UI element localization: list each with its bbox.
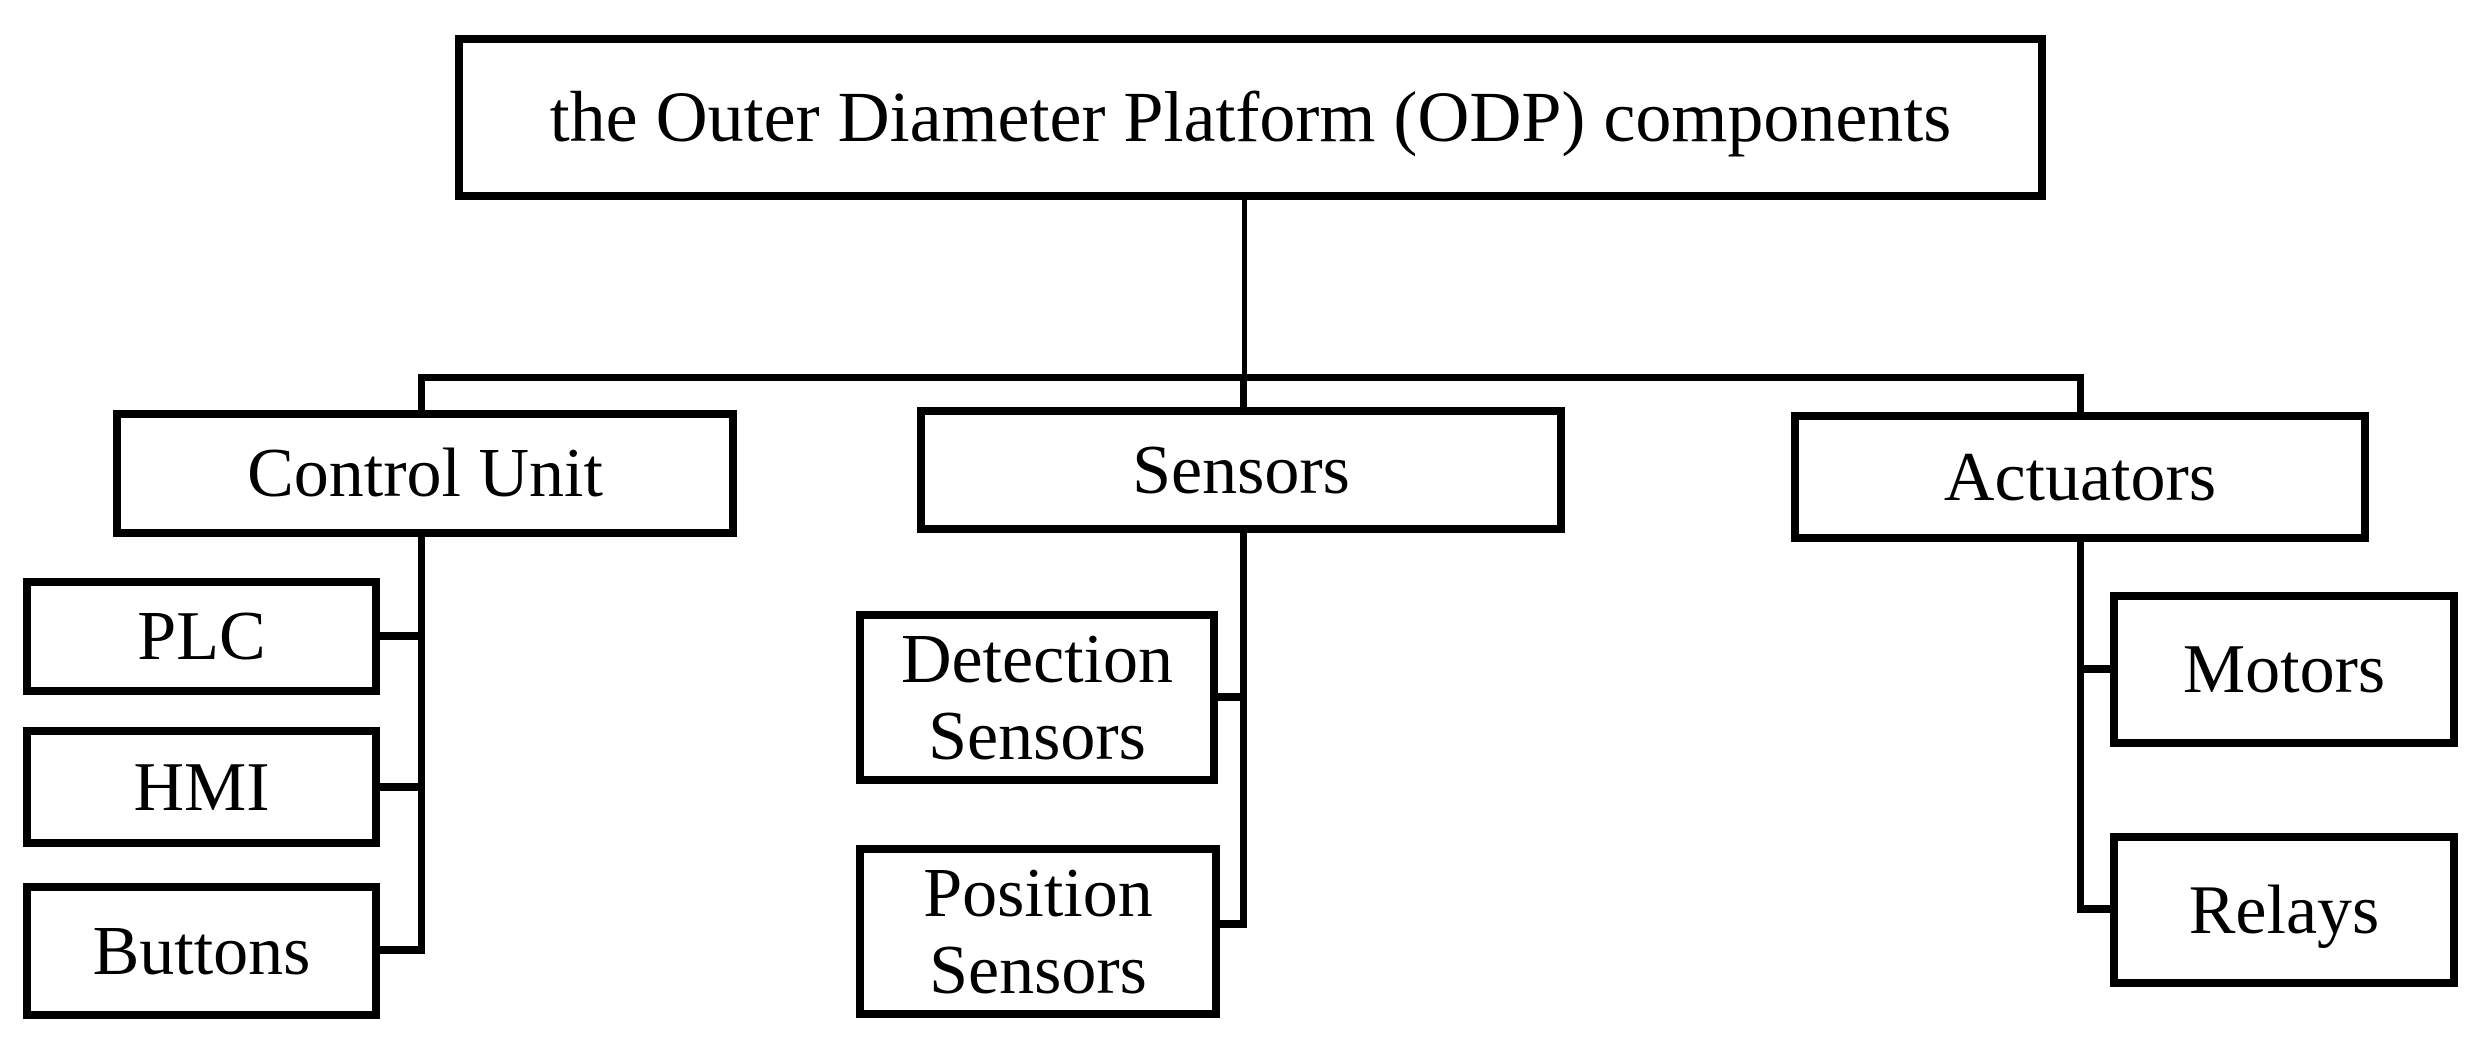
node-control-unit: Control Unit xyxy=(113,410,737,537)
connector-distribution-line xyxy=(419,374,2084,381)
connector-plc-stub xyxy=(376,632,425,640)
connector-detection-stub xyxy=(1214,693,1247,701)
node-sensors-label: Sensors xyxy=(1132,431,1350,509)
node-control-unit-label: Control Unit xyxy=(247,435,603,512)
connector-relays-stub xyxy=(2080,905,2116,913)
connector-position-stub xyxy=(1216,920,1247,928)
node-hmi-label: HMI xyxy=(133,748,270,826)
node-sensors: Sensors xyxy=(917,407,1565,533)
node-detection-sensors-label: Detection Sensors xyxy=(900,620,1174,775)
connector-actuators-vline xyxy=(2077,374,2084,913)
node-motors: Motors xyxy=(2110,592,2458,747)
node-motors-label: Motors xyxy=(2182,631,2386,708)
connector-control-unit-vline xyxy=(418,374,425,954)
connector-hmi-stub xyxy=(376,783,425,791)
node-plc-label: PLC xyxy=(137,598,266,675)
connector-motors-stub xyxy=(2080,665,2116,673)
connector-sensors-vline xyxy=(1240,374,1247,928)
connector-buttons-stub xyxy=(376,946,425,954)
node-actuators-label: Actuators xyxy=(1943,438,2217,516)
node-root: the Outer Diameter Platform (ODP) compon… xyxy=(455,35,2046,200)
node-position-sensors-label: Position Sensors xyxy=(923,854,1153,1009)
node-buttons: Buttons xyxy=(23,883,380,1019)
node-buttons-label: Buttons xyxy=(92,912,311,990)
node-hmi: HMI xyxy=(23,727,380,847)
node-plc: PLC xyxy=(23,578,380,695)
node-relays-label: Relays xyxy=(2188,871,2380,949)
node-position-sensors: Position Sensors xyxy=(856,845,1220,1018)
node-detection-sensors: Detection Sensors xyxy=(856,611,1218,784)
node-relays: Relays xyxy=(2110,833,2458,987)
connector-root-stem xyxy=(1242,197,1247,379)
node-actuators: Actuators xyxy=(1791,412,2369,542)
node-root-label: the Outer Diameter Platform (ODP) compon… xyxy=(549,76,1952,157)
